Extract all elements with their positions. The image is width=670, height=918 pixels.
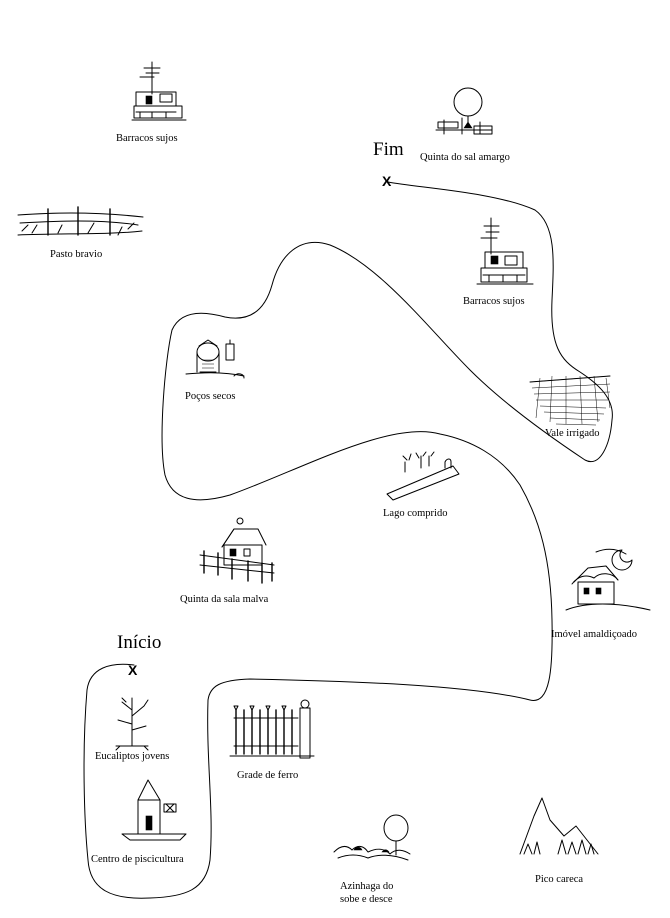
place-label: Imóvel amaldiçoado (551, 629, 637, 640)
hatched-field-icon (529, 375, 611, 426)
end-x-mark: X (382, 173, 392, 189)
place-label: sobe e desce (340, 894, 393, 905)
place-label: Centro de piscicultura (91, 854, 184, 865)
place-label: Vale irrigado (545, 428, 600, 439)
haunted-house-icon (565, 548, 651, 611)
place-label: Grade de ferro (237, 770, 298, 781)
place-label: Azinhaga do (340, 881, 393, 892)
mountain-peak-icon (519, 797, 599, 855)
antenna-shack-icon (476, 217, 534, 285)
place-label: Pasto bravio (50, 249, 102, 260)
place-label: Eucaliptos jovens (95, 751, 169, 762)
antenna-shack-icon (131, 61, 187, 121)
lane-tree-icon (333, 814, 411, 861)
long-lake-icon (386, 451, 460, 501)
well-icon (185, 339, 245, 379)
place-label: Poços secos (185, 391, 235, 402)
sapling-icon (115, 697, 149, 751)
place-label: Lago comprido (383, 508, 447, 519)
house-icon (199, 517, 275, 584)
start-x-mark: X (128, 662, 138, 678)
place-label: Barracos sujos (463, 296, 525, 307)
round-tree-fence-icon (435, 87, 493, 135)
place-label: Barracos sujos (116, 133, 178, 144)
iron-gate-icon (229, 699, 315, 759)
end-label: Fim (373, 139, 404, 160)
place-label: Quinta da sala malva (180, 594, 269, 605)
field-fence-icon (17, 206, 144, 236)
place-label: Quinta do sal amargo (420, 152, 510, 163)
route-path (83, 181, 613, 899)
watchtower-icon (121, 779, 187, 841)
place-label: Pico careca (535, 874, 583, 885)
start-label: Início (117, 632, 161, 653)
